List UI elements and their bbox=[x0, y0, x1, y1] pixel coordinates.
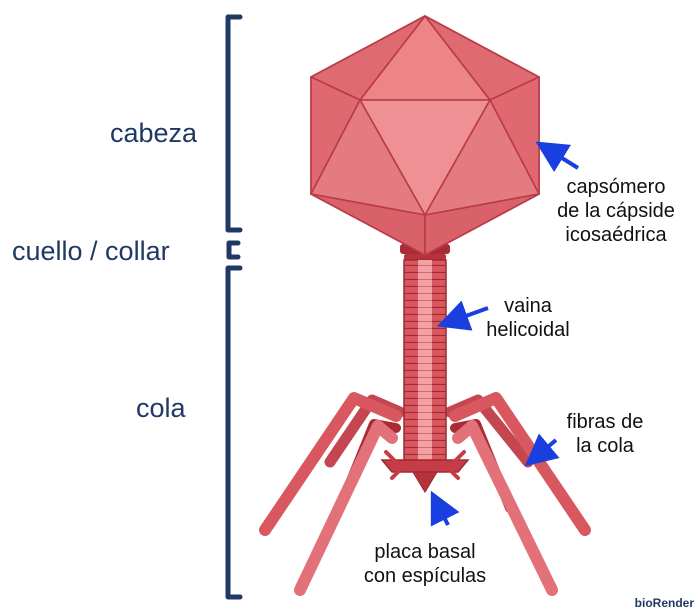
tail-fibers-front bbox=[294, 419, 558, 596]
baseplate-label: placa basal con espículas bbox=[363, 541, 487, 587]
sheath-label: vaina helicoidal bbox=[486, 295, 570, 341]
watermark: bioRender bbox=[634, 596, 694, 610]
neck-bracket bbox=[226, 240, 241, 260]
fibers-label: fibras de la cola bbox=[566, 411, 644, 457]
head-label: cabeza bbox=[110, 118, 198, 148]
head-bracket bbox=[225, 14, 243, 233]
sheath-arrow bbox=[436, 300, 489, 331]
fibers-arrow bbox=[524, 433, 560, 467]
base-plate bbox=[380, 450, 470, 494]
baseplate-arrow bbox=[430, 490, 460, 527]
capsomere-arrow bbox=[535, 141, 580, 173]
icosahedral-capsid bbox=[310, 15, 540, 256]
tail-bracket bbox=[225, 265, 243, 600]
tail-label: cola bbox=[136, 393, 186, 423]
tail-sheath bbox=[403, 259, 447, 461]
capsomere-label: capsómero de la cápside icosaédrica bbox=[557, 176, 675, 246]
tail-fibers-back bbox=[259, 392, 591, 536]
neck-label: cuello / collar bbox=[12, 236, 170, 266]
